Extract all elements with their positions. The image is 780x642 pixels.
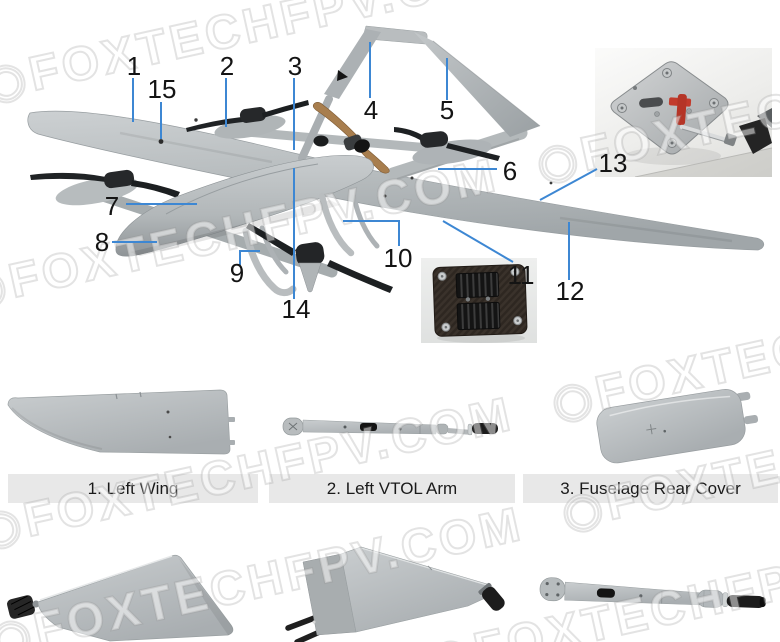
- wing-screw: [194, 118, 198, 122]
- wing-screw: [383, 194, 387, 198]
- drone-photo: [27, 25, 765, 297]
- v-tail: [324, 25, 541, 137]
- servo-linkage-inset-photo: [595, 48, 773, 178]
- part-label-left-vtol-arm: 2. Left VTOL Arm: [269, 474, 515, 503]
- plate-slot: [639, 97, 664, 108]
- wing-screw: [549, 181, 553, 185]
- front-left-rotor: [30, 169, 180, 206]
- panel-connector: [478, 582, 505, 611]
- callout-number-14: 14: [281, 294, 311, 324]
- callout-number-9: 9: [229, 258, 245, 288]
- fuselage-hatch-line: [165, 163, 319, 215]
- part-photo-tail-panel-left: [7, 554, 234, 642]
- left-aileron-line: [119, 131, 273, 164]
- callout-number-12: 12: [555, 276, 585, 306]
- callout-number-6: 6: [502, 156, 518, 186]
- pusher-propeller: [312, 102, 390, 174]
- wing-screw: [410, 176, 414, 180]
- part-label-left-wing: 1. Left Wing: [8, 474, 258, 503]
- heatsink: [456, 301, 501, 331]
- callout-number-3: 3: [287, 51, 303, 81]
- callout-number-8: 8: [94, 227, 110, 257]
- callout-number-4: 4: [363, 95, 379, 125]
- part-photo-left-wing: [7, 389, 235, 455]
- part-photos-row1: [7, 389, 759, 464]
- fuselage-belly-shadow: [130, 200, 340, 256]
- part-label-fuselage-rear-cover: 3. Fuselage Rear Cover: [523, 474, 778, 503]
- prop-spinner: [354, 139, 370, 153]
- corner-screws: [437, 267, 523, 332]
- servo-arm-red: [676, 93, 687, 126]
- callout-number-13: 13: [598, 148, 628, 178]
- heatsink: [455, 271, 500, 299]
- callout-number-5: 5: [439, 95, 455, 125]
- part-photo-right-vtol-arm: [539, 577, 766, 608]
- callout-number-15: 15: [147, 74, 177, 104]
- tail-antenna: [337, 70, 348, 81]
- cooling-vent-inset-photo: [421, 258, 537, 343]
- right-aileron-line: [559, 216, 733, 243]
- fuselage: [115, 154, 374, 257]
- front-right-rotor: [186, 100, 309, 139]
- control-horn: [739, 118, 772, 154]
- part-photo-tail-panel-right: [285, 546, 505, 642]
- carbon-plate: [432, 264, 528, 337]
- callout-number-11: 11: [507, 260, 535, 290]
- rear-right-rotor: [394, 127, 500, 165]
- part-photo-left-vtol-arm: [282, 417, 498, 436]
- main-wing: [27, 110, 765, 251]
- gps-dome: [313, 135, 329, 147]
- callout-number-10: 10: [383, 243, 413, 273]
- carbon-rod: [285, 614, 320, 631]
- rear-landing-leg: [318, 192, 355, 257]
- pushrod: [679, 124, 736, 145]
- callout-number-2: 2: [219, 51, 235, 81]
- part-photos-row2: [7, 546, 766, 642]
- part-photo-fuselage-rear-cover: [596, 389, 759, 464]
- rear-left-rotor: [246, 223, 393, 293]
- callout-number-7: 7: [104, 191, 120, 221]
- clevis: [723, 133, 737, 147]
- plate-screws: [617, 68, 719, 148]
- callout-number-1: 1: [126, 51, 142, 81]
